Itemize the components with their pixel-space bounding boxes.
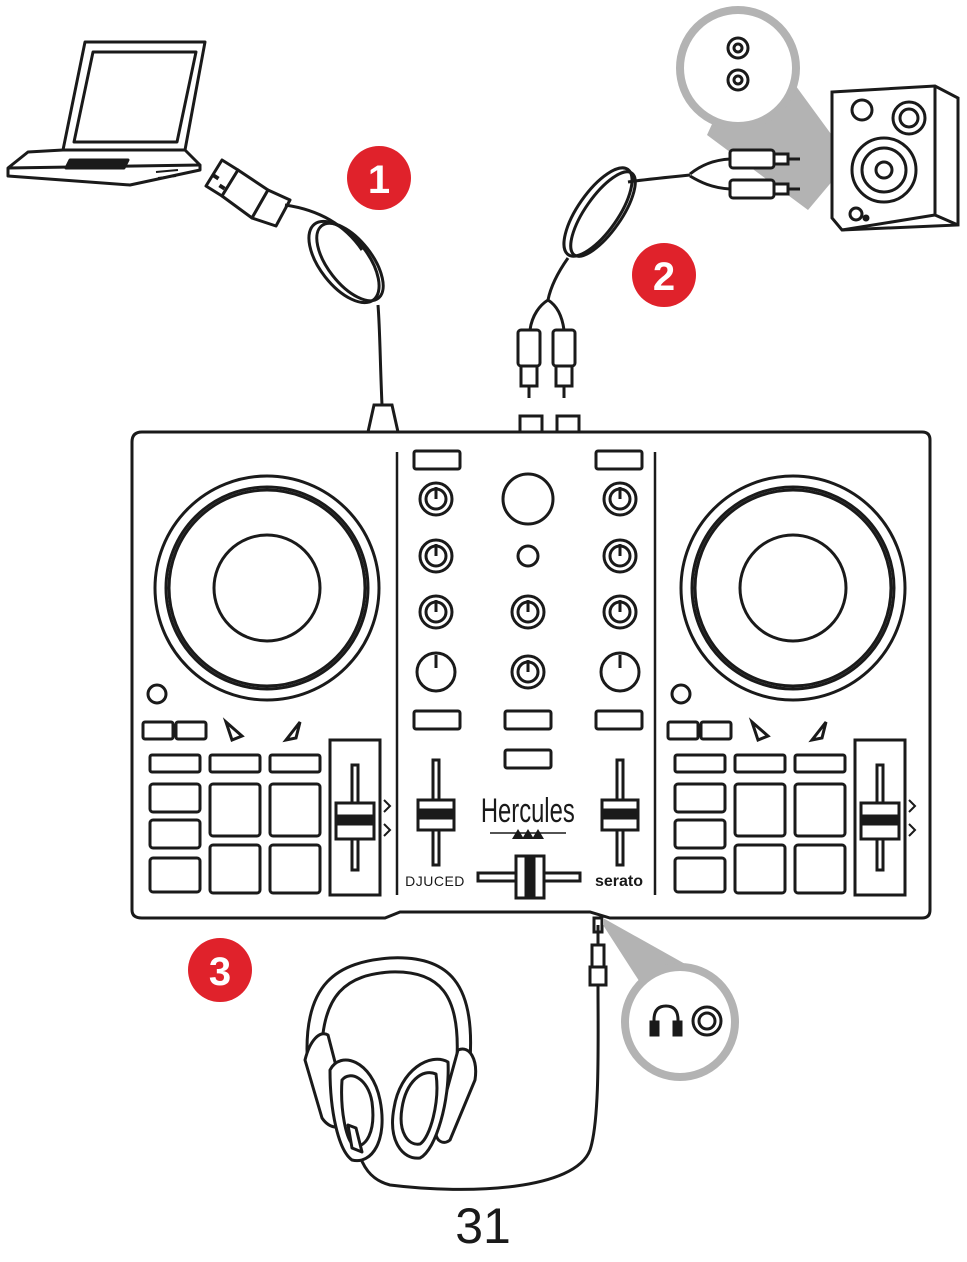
svg-text:1: 1 [368, 158, 390, 202]
headphone-jack-callout [603, 918, 739, 1081]
svg-text:3: 3 [209, 950, 231, 994]
step-badge-2: 2 [632, 243, 696, 307]
usb-cable [284, 203, 385, 406]
step-badge-1: 1 [347, 146, 411, 210]
step-badge-3: 3 [188, 938, 252, 1002]
laptop-icon [6, 40, 207, 187]
headphone-cable [356, 984, 600, 1191]
rca-cable [528, 166, 691, 331]
serato-logo: serato [595, 873, 643, 890]
page-number: 31 [455, 1198, 511, 1254]
rca-plug-pair-bottom [516, 328, 577, 398]
headphones-icon [303, 956, 478, 1163]
headphone-jack-icon [649, 1004, 723, 1037]
speaker-icon [830, 84, 960, 232]
svg-text:2: 2 [653, 255, 675, 299]
brand-triangles-icon [490, 829, 566, 839]
rca-output-jacks-icon [726, 36, 750, 92]
brand-logo: Hercules [481, 792, 575, 830]
headphone-plug-icon [588, 925, 608, 987]
usb-plug-icon [204, 158, 292, 228]
rca-plug-icon [689, 148, 800, 200]
djuced-logo: DJUCED [405, 873, 465, 889]
dj-controller-icon [130, 403, 932, 934]
speaker-callout [676, 6, 850, 210]
